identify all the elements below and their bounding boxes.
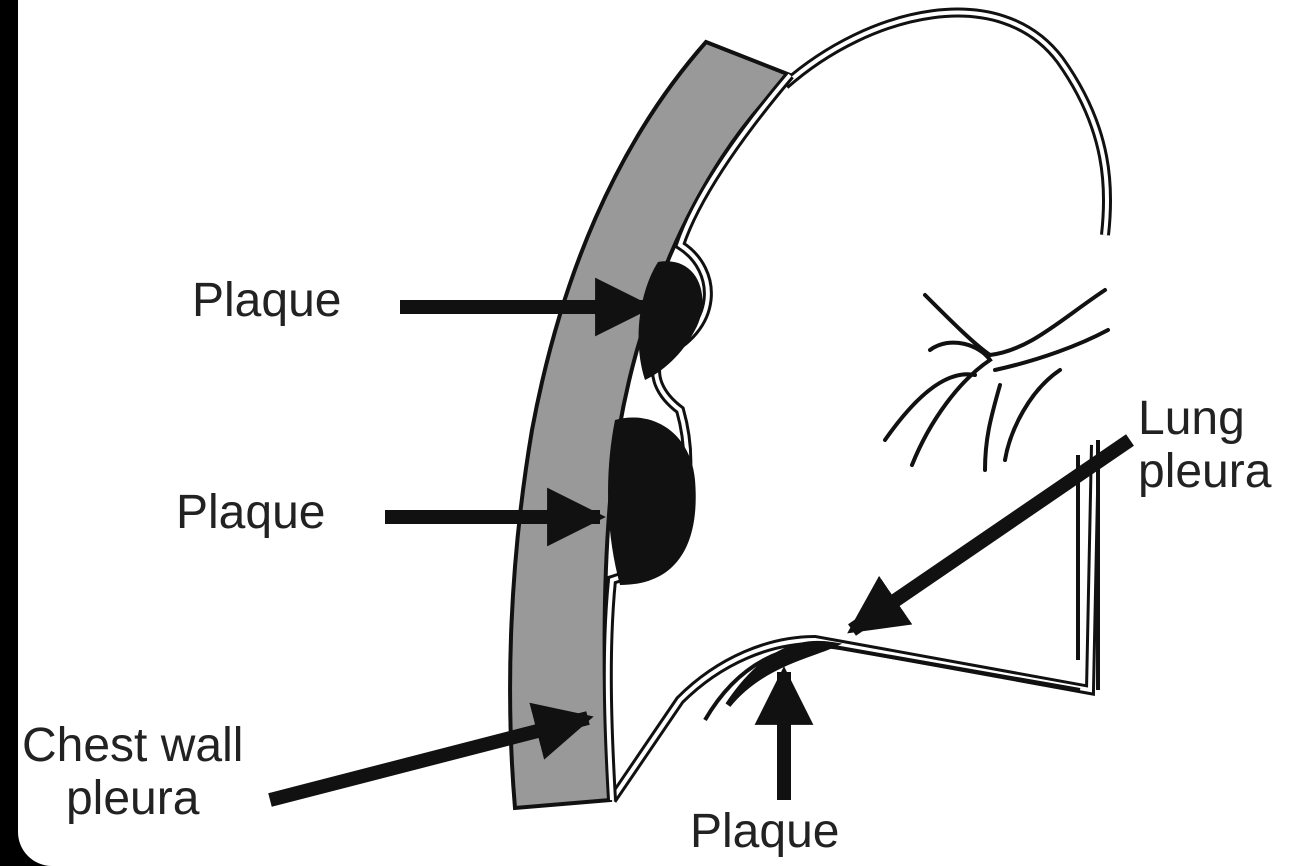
label-chest-wall-pleura: Chest wall pleura bbox=[22, 720, 243, 826]
label-plaque-middle: Plaque bbox=[176, 487, 325, 540]
label-plaque-upper: Plaque bbox=[192, 275, 341, 328]
label-plaque-bottom: Plaque bbox=[690, 806, 839, 859]
lung-pleura-bump bbox=[705, 646, 1080, 720]
label-lung-pleura: Lung pleura bbox=[1138, 393, 1271, 499]
airway-branches bbox=[885, 290, 1108, 470]
